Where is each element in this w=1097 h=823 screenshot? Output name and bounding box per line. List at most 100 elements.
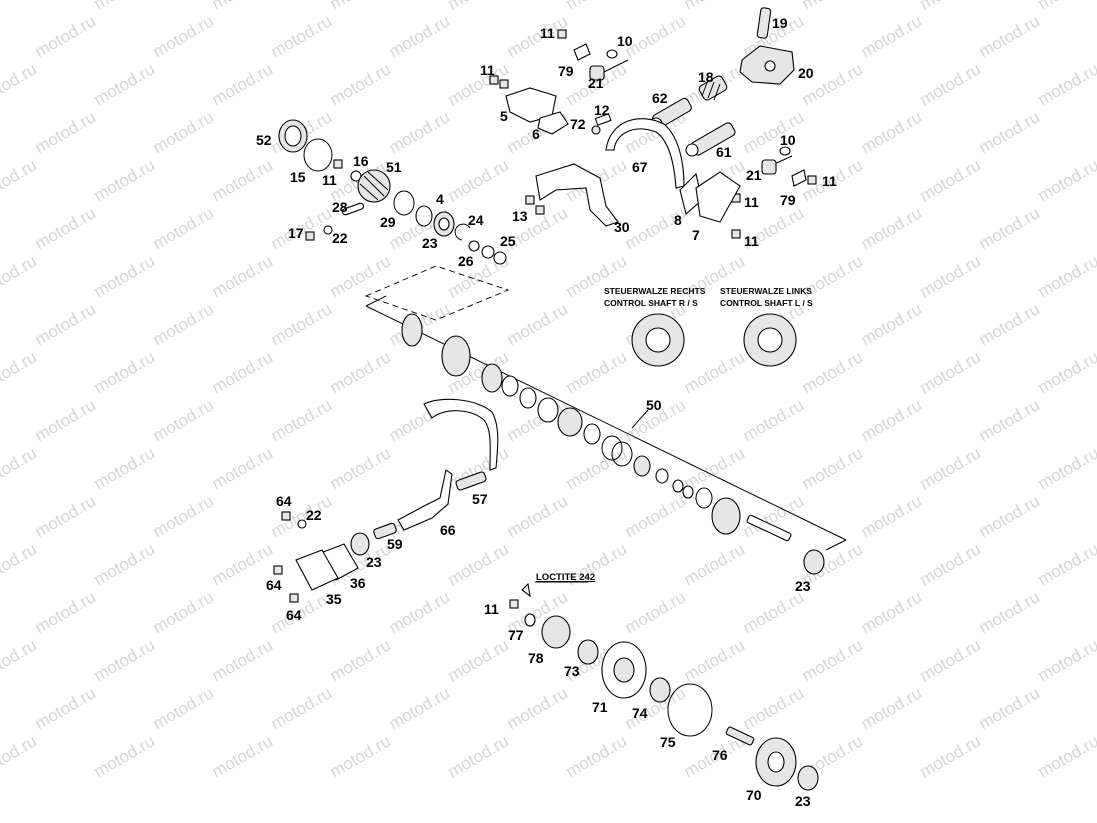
part-label: 15 [290,169,306,185]
watermark-text: motod.ru [32,491,100,541]
watermark-text: motod.ru [799,443,867,493]
watermark-text: motod.ru [1035,347,1097,397]
part-label: 30 [614,219,630,235]
watermark-text: motod.ru [445,731,513,781]
part-label: 61 [716,144,732,160]
part-26-washer [468,240,480,252]
part-73-bearing [577,639,599,665]
watermark-text: motod.ru [445,155,513,205]
watermark-text: motod.ru [32,683,100,733]
watermark-text: motod.ru [209,0,277,13]
watermark-text: motod.ru [150,11,218,61]
watermark-text: motod.ru [91,347,159,397]
part-label: 11 [822,173,837,189]
part-52-nut [278,119,308,153]
part-segment-outline [423,398,499,471]
watermark-text: motod.ru [917,539,985,589]
part-61-sleeve [685,122,736,157]
main-shaft-parts [401,313,825,575]
part-23-bearing-bottom [797,765,819,791]
watermark-text: motod.ru [150,107,218,157]
watermark-text: motod.ru [917,635,985,685]
watermark-text: motod.ru [563,347,631,397]
part-label: 35 [326,591,342,607]
watermark-text: motod.ru [917,0,985,13]
watermark-text: motod.ru [799,0,867,13]
watermark-text: motod.ru [976,107,1044,157]
part-66-lever [397,469,453,531]
watermark-text: motod.ru [1035,155,1097,205]
watermark-text: motod.ru [1035,539,1097,589]
watermark-text: motod.ru [917,731,985,781]
part-label: 21 [588,75,604,91]
watermark-text: motod.ru [91,155,159,205]
part-label: 66 [440,522,456,538]
part-19-pin [756,7,772,39]
part-79-clip-lower [791,169,807,187]
part-label: 22 [306,507,322,523]
part-label: 75 [660,734,676,750]
part-71-cover [601,641,647,699]
part-label: 8 [674,212,682,228]
watermark-text: motod.ru [1035,0,1097,13]
part-label: 21 [746,167,762,183]
watermark-text: motod.ru [268,299,336,349]
part-label: 5 [500,108,508,124]
part-label: 6 [532,126,540,142]
watermark-text: motod.ru [1035,635,1097,685]
part-label: 4 [436,191,444,207]
watermark-text: motod.ru [327,59,395,109]
part-label: 10 [617,33,633,49]
watermark-text: motod.ru [858,587,926,637]
part-label: 59 [387,536,403,552]
watermark-text: motod.ru [327,635,395,685]
part-4-ring [415,205,433,227]
part-label: 26 [458,253,474,269]
watermark-text: motod.ru [32,587,100,637]
bolts-upper [489,29,817,239]
watermark-text: motod.ru [858,683,926,733]
watermark-text: motod.ru [91,539,159,589]
part-label: 22 [332,230,348,246]
watermark-text: motod.ru [150,395,218,445]
part-label: 16 [353,153,369,169]
part-label: 71 [592,699,608,715]
part-35-cover [295,549,339,591]
part-57-pin [455,471,487,491]
part-label: 23 [795,578,811,594]
control-shaft-left-illustration [743,313,797,367]
watermark-text: motod.ru [976,299,1044,349]
part-label: 79 [558,63,574,79]
part-23-bearing-mid [350,532,370,556]
part-label: 64 [286,607,302,623]
part-label: 25 [500,233,516,249]
watermark-text: motod.ru [209,347,277,397]
watermark-text: motod.ru [917,251,985,301]
part-label: 28 [332,199,348,215]
part-21-screw-lower [761,155,793,175]
part-12-pin [594,113,612,126]
watermark-text: motod.ru [0,443,40,493]
part-78-impeller [541,615,571,649]
part-51-gear [357,169,391,203]
watermark-text: motod.ru [327,731,395,781]
part-23-bearing [433,211,455,237]
part-label: 51 [386,159,402,175]
part-label: 11 [322,172,337,188]
watermark-text: motod.ru [681,635,749,685]
part-label: 10 [780,132,796,148]
part-11-bolt-bottom [509,582,531,609]
watermark-text: motod.ru [563,0,631,13]
watermark-text: motod.ru [445,443,513,493]
part-10-oring-upper [606,49,618,59]
part-label: 23 [366,554,382,570]
part-10-oring-lower [779,146,791,156]
watermark-text: motod.ru [327,443,395,493]
watermark-text: motod.ru [858,395,926,445]
watermark-text: motod.ru [91,635,159,685]
watermark-text: motod.ru [445,539,513,589]
part-label: 36 [350,575,366,591]
watermark-text: motod.ru [327,347,395,397]
watermark-text: motod.ru [0,155,40,205]
watermark-text: motod.ru [91,0,159,13]
